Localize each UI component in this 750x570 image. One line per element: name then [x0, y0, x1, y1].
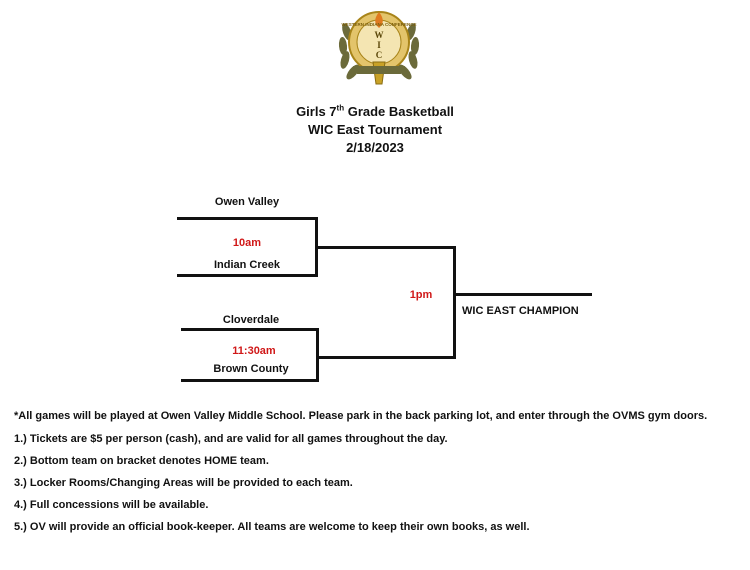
notes-intro: *All games will be played at Owen Valley…	[14, 410, 708, 422]
torch-flame-icon	[375, 12, 383, 28]
bracket-line	[316, 328, 319, 382]
notes-item: 4.) Full concessions will be available.	[14, 499, 209, 511]
page-title: Girls 7th Grade Basketball	[296, 103, 454, 119]
bracket-line	[177, 274, 317, 277]
bracket-line	[181, 379, 318, 382]
bracket-line	[453, 246, 456, 359]
bracket-line	[317, 246, 455, 249]
tournament-notes: *All games will be played at Owen Valley…	[14, 408, 736, 541]
event-date: 2/18/2023	[346, 140, 404, 155]
bracket-line	[315, 217, 318, 277]
bracket-line	[318, 356, 456, 359]
notes-item: 2.) Bottom team on bracket denotes HOME …	[14, 455, 269, 467]
final-time: 1pm	[409, 289, 433, 301]
game1-time: 10am	[232, 237, 262, 249]
team-bottom-game1: Indian Creek	[213, 259, 281, 271]
game2-time: 11:30am	[232, 345, 276, 357]
tournament-header: Girls 7th Grade Basketball WIC East Tour…	[0, 103, 750, 157]
svg-text:W: W	[375, 30, 384, 40]
team-top-game2: Cloverdale	[222, 314, 280, 326]
notes-item: 3.) Locker Rooms/Changing Areas will be …	[14, 477, 353, 489]
champion-label: WIC EAST CHAMPION	[462, 305, 579, 317]
page-subtitle: WIC East Tournament	[307, 122, 443, 137]
bracket-line	[177, 217, 317, 220]
team-bottom-game2: Brown County	[213, 363, 289, 375]
bracket-line	[181, 328, 318, 331]
svg-text:I: I	[377, 40, 381, 50]
logo-ring-text: WESTERN INDIANA CONFERENCE	[341, 22, 416, 27]
notes-item: 5.) OV will provide an official book-kee…	[14, 521, 530, 533]
svg-text:C: C	[376, 50, 383, 60]
wic-conference-logo: WESTERN INDIANA CONFERENCE W I C	[338, 11, 420, 85]
banner-ribbon	[353, 66, 405, 74]
notes-item: 1.) Tickets are $5 per person (cash), an…	[14, 433, 448, 445]
team-top-game1: Owen Valley	[214, 196, 280, 208]
bracket-line	[455, 293, 592, 296]
